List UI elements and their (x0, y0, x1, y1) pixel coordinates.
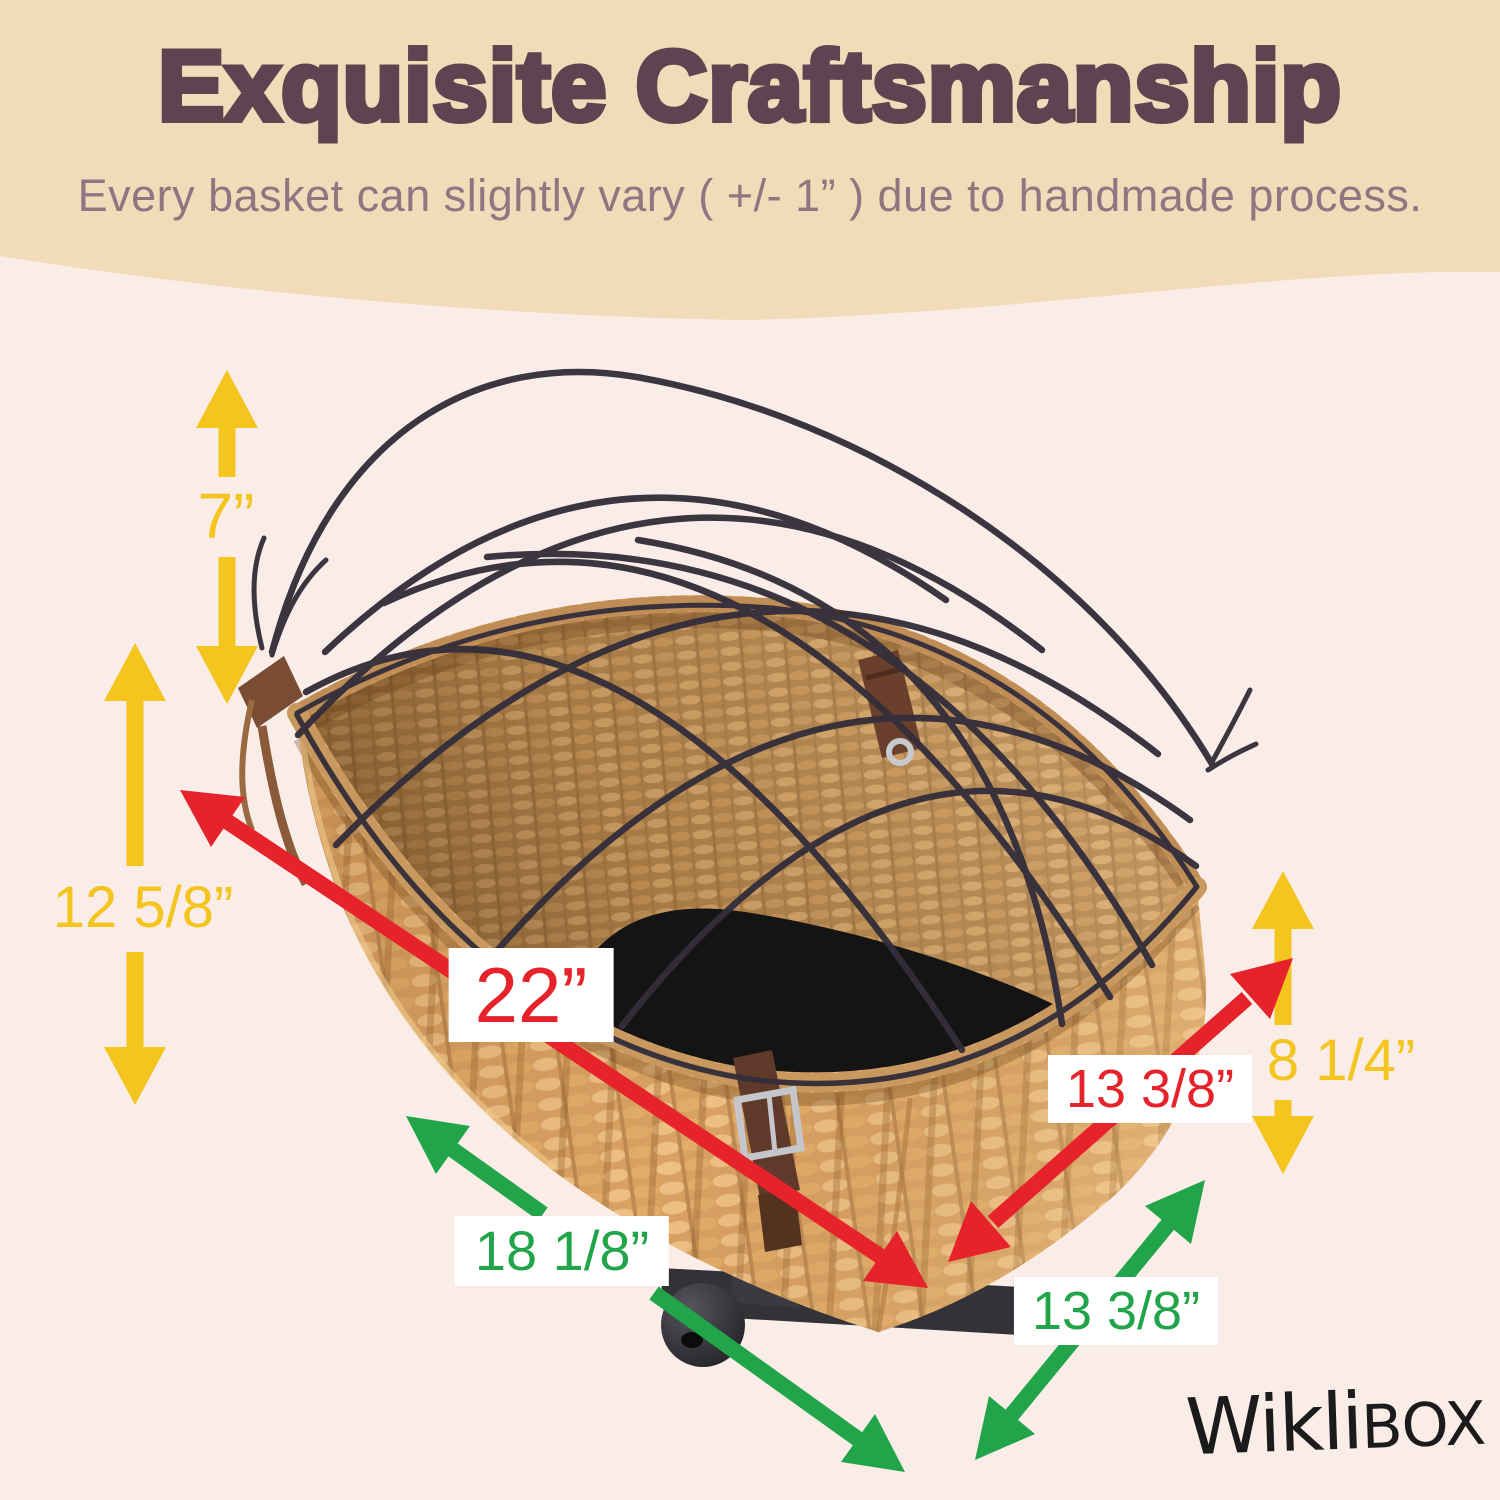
cage-height-arrow (196, 370, 258, 704)
bottom-length-arrow (406, 1116, 905, 1472)
header-background-wave (0, 0, 1500, 320)
total-height-arrow (104, 643, 166, 1105)
bottom-length-label: 18 1/8” (454, 1216, 670, 1286)
page-subtitle: Every basket can slightly vary ( +/- 1” … (77, 170, 1423, 221)
cage-height-label: 7” (197, 480, 255, 552)
top-width-label: 13 3/8” (1047, 1055, 1253, 1123)
basket-height-label: 8 1/4” (1266, 1028, 1416, 1093)
wire-cage (251, 368, 1259, 1087)
bottom-width-label: 13 3/8” (1013, 1277, 1219, 1345)
dimension-arrows (104, 370, 1314, 1472)
brand-logo-suffix: BOX (1360, 1388, 1488, 1463)
wicker-basket-illustration (238, 368, 1259, 1367)
brand-logo-prefix: Wikli (1184, 1377, 1363, 1474)
page-title: Exquisite Craftsmanship (155, 30, 1344, 141)
top-length-label: 22” (448, 948, 614, 1042)
basket-height-arrow (1252, 871, 1314, 1174)
total-height-label: 12 5/8” (52, 875, 234, 940)
